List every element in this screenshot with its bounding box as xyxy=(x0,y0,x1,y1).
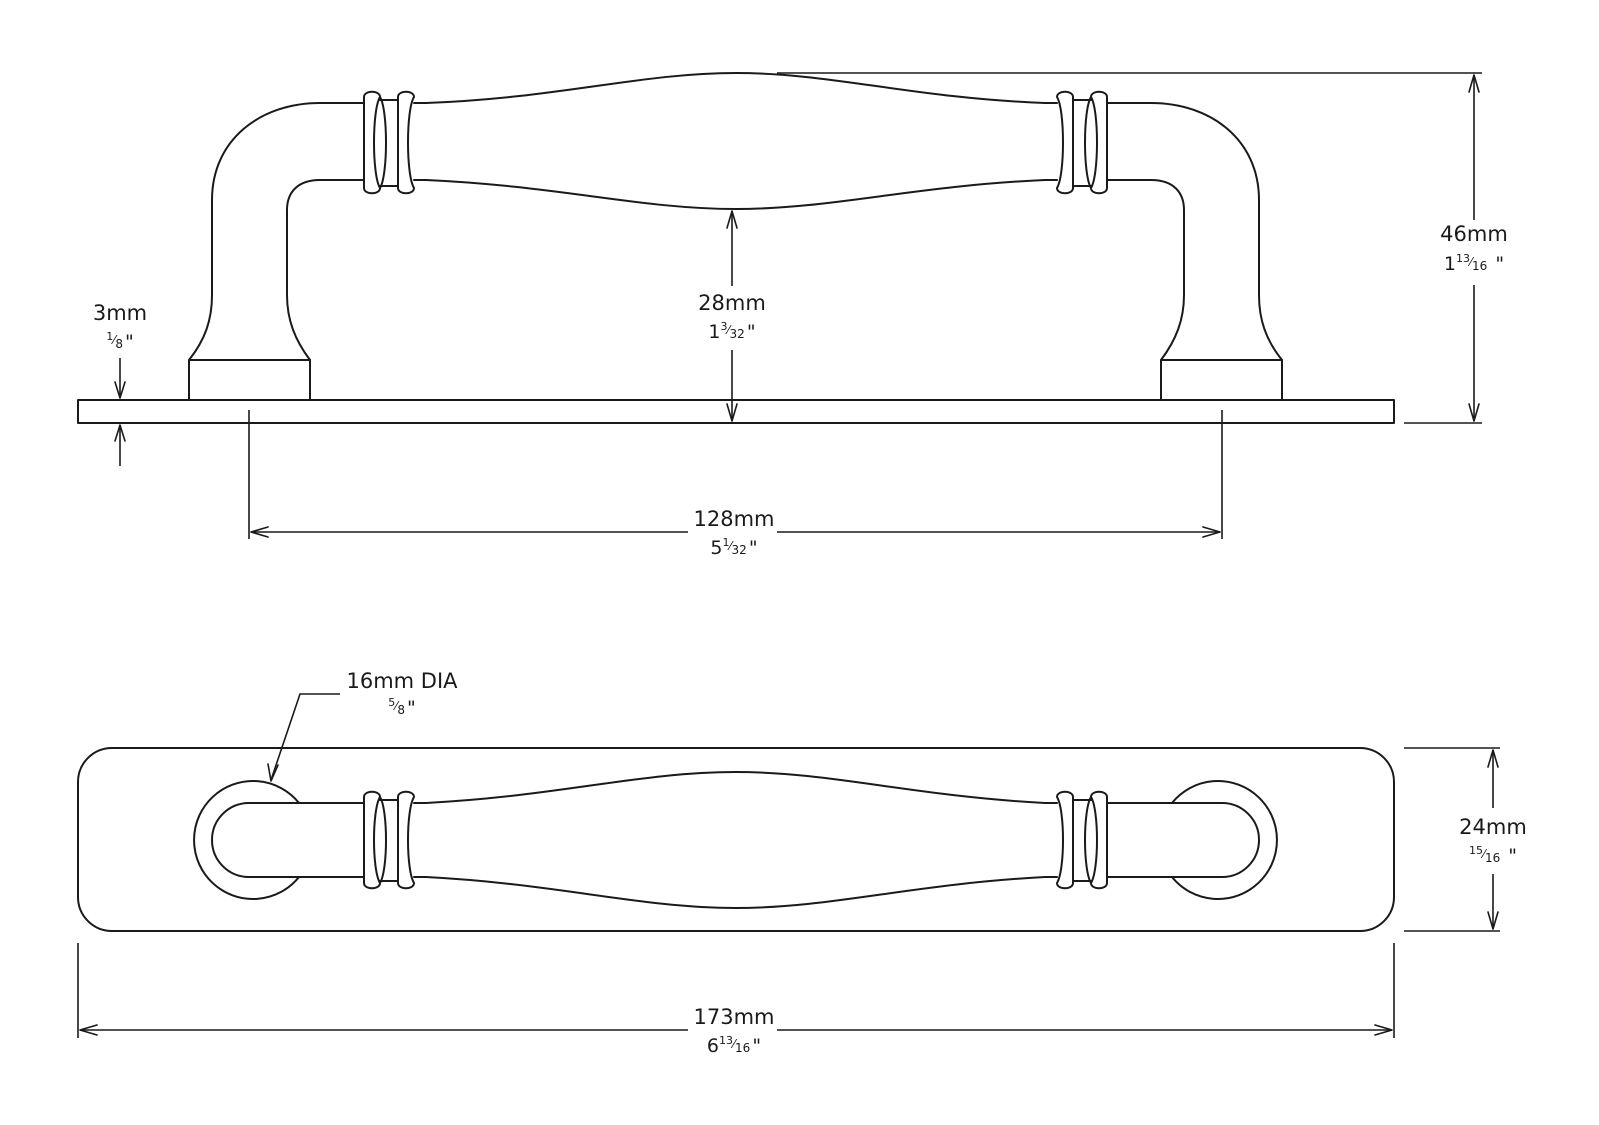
left-collar xyxy=(363,90,427,195)
height-fraction-label: 113⁄16" xyxy=(1444,252,1504,275)
left-foot xyxy=(188,359,311,401)
right-collar xyxy=(1044,90,1108,195)
side-dimensions: 46mm 113⁄16" 28mm 13⁄32" 3mm 1⁄8" 128mm … xyxy=(93,72,1508,559)
width-mm-label: 24mm xyxy=(1459,815,1527,839)
top-dimensions: 16mm DIA 5⁄8" 24mm 15⁄16" 173mm 613⁄16" xyxy=(77,669,1527,1057)
length-fraction-label: 613⁄16" xyxy=(707,1034,761,1057)
height-mm-label: 46mm xyxy=(1440,222,1508,246)
right-rod-end xyxy=(1106,802,1260,878)
right-post-outer xyxy=(1106,102,1283,361)
width-fraction-label: 15⁄16" xyxy=(1469,844,1517,867)
top-view xyxy=(77,747,1395,932)
top-base-plate xyxy=(77,747,1395,932)
top-right-collar xyxy=(1044,790,1108,890)
rosette-mm-label: 16mm DIA xyxy=(346,669,458,693)
right-rosette xyxy=(1171,780,1278,900)
left-post-outer xyxy=(188,102,365,361)
top-grip-lower xyxy=(425,876,1046,909)
base-plate xyxy=(77,399,1395,424)
right-post-inner xyxy=(1106,179,1185,361)
left-post-inner xyxy=(286,179,365,361)
hole-spacing-mm-label: 128mm xyxy=(694,507,775,531)
left-rosette xyxy=(193,780,300,900)
length-mm-label: 173mm xyxy=(694,1005,775,1029)
base-thickness-mm-label: 3mm xyxy=(93,301,147,325)
right-foot xyxy=(1160,359,1283,401)
clearance-fraction-label: 13⁄32" xyxy=(708,320,755,343)
base-thickness-fraction-label: 1⁄8" xyxy=(106,330,133,353)
top-grip-upper xyxy=(425,771,1046,804)
grip-bottom xyxy=(425,179,1046,210)
rosette-fraction-label: 5⁄8" xyxy=(388,696,415,719)
clearance-mm-label: 28mm xyxy=(698,291,766,315)
grip-top xyxy=(425,72,1046,104)
hole-spacing-fraction-label: 51⁄32" xyxy=(710,536,757,559)
side-view xyxy=(77,72,1395,424)
top-left-collar xyxy=(363,790,427,890)
left-rod-end xyxy=(211,802,365,878)
